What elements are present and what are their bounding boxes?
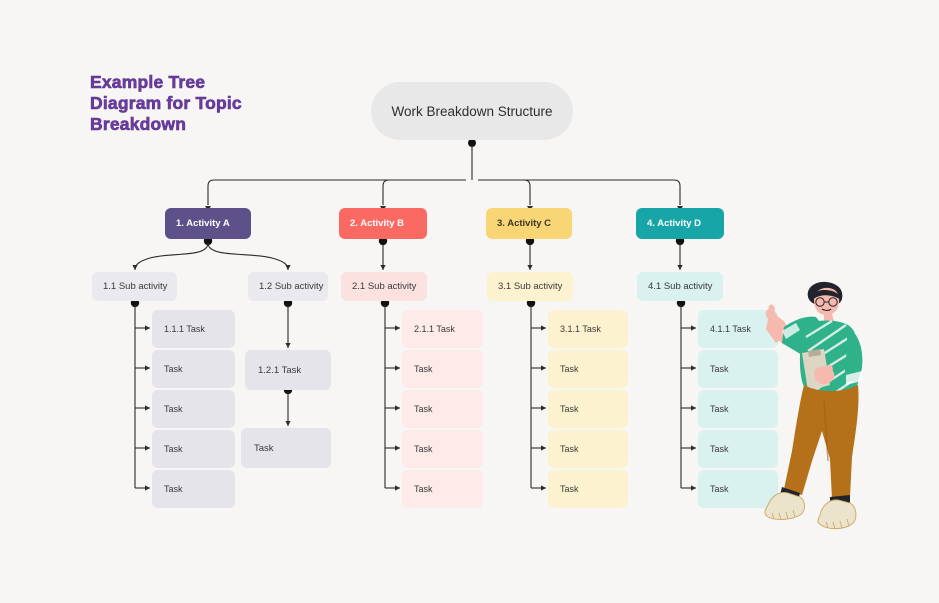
task-node[interactable]: Task <box>152 430 235 468</box>
page-title-line-1: Example Tree <box>90 72 206 93</box>
task-label: Task <box>164 364 183 374</box>
task-node[interactable]: Task <box>548 350 628 388</box>
task-node[interactable]: Task <box>402 390 483 428</box>
task-label: Task <box>560 404 579 414</box>
page-title-line-3: Breakdown <box>90 114 187 135</box>
task-label: Task <box>414 484 433 494</box>
sub-activity-label-1-1: 1.1 Sub activity <box>103 281 168 292</box>
task-node[interactable]: 1.1.1 Task <box>152 310 235 348</box>
activity-label-c: 3. Activity C <box>497 218 552 229</box>
activity-label-a: 1. Activity A <box>176 218 230 229</box>
task-label: 2.1.1 Task <box>414 324 455 334</box>
task-label: Task <box>414 404 433 414</box>
task-node[interactable]: Task <box>548 430 628 468</box>
sub-activity-node-1-1[interactable]: 1.1 Sub activity <box>92 272 177 301</box>
task-node[interactable]: Task <box>698 470 778 508</box>
task-node[interactable]: Task <box>402 470 483 508</box>
task-label: Task <box>414 364 433 374</box>
task-label: 1.1.1 Task <box>164 324 205 334</box>
activity-node-b[interactable]: 2. Activity B <box>339 208 427 239</box>
task-node[interactable]: Task <box>402 350 483 388</box>
sub-activity-label-1-2: 1.2 Sub activity <box>259 281 324 292</box>
task-node[interactable]: 2.1.1 Task <box>402 310 483 348</box>
activity-label-b: 2. Activity B <box>350 218 405 229</box>
sub-activity-label-3-1: 3.1 Sub activity <box>498 281 563 292</box>
task-label: Task <box>710 364 729 374</box>
task-label: 4.1.1 Task <box>710 324 751 334</box>
person-pointing-with-clipboard-illustration <box>764 281 863 530</box>
task-label: Task <box>414 444 433 454</box>
task-node[interactable]: Task <box>152 470 235 508</box>
task-label: Task <box>710 444 729 454</box>
sub-activity-node-2-1[interactable]: 2.1 Sub activity <box>341 272 427 301</box>
task-label: 1.2.1 Task <box>258 364 302 376</box>
task-node[interactable]: Task <box>548 390 628 428</box>
task-node[interactable]: Task <box>402 430 483 468</box>
task-node[interactable]: Task <box>152 390 235 428</box>
task-node[interactable]: 1.2.1 Task <box>245 350 331 390</box>
activity-label-d: 4. Activity D <box>647 218 702 229</box>
sub-activity-node-3-1[interactable]: 3.1 Sub activity <box>487 272 573 301</box>
task-node[interactable]: Task <box>698 430 778 468</box>
activity-node-d[interactable]: 4. Activity D <box>636 208 724 239</box>
task-label: Task <box>560 484 579 494</box>
task-node[interactable]: Task <box>698 390 778 428</box>
task-node[interactable]: Task <box>698 350 778 388</box>
task-label: Task <box>164 444 183 454</box>
task-node[interactable]: 4.1.1 Task <box>698 310 778 348</box>
sub-activity-node-1-2[interactable]: 1.2 Sub activity <box>248 272 328 301</box>
task-node[interactable]: Task <box>241 428 331 468</box>
task-label: Task <box>164 484 183 494</box>
task-label: 3.1.1 Task <box>560 324 601 334</box>
activity-node-a[interactable]: 1. Activity A <box>165 208 251 239</box>
task-label: Task <box>254 442 274 454</box>
sub-activity-label-2-1: 2.1 Sub activity <box>352 281 417 292</box>
root-node-label: Work Breakdown Structure <box>391 103 553 119</box>
task-label: Task <box>560 364 579 374</box>
activity-node-c[interactable]: 3. Activity C <box>486 208 572 239</box>
page-title: Example Tree Diagram for Topic Breakdown <box>90 72 320 135</box>
task-label: Task <box>710 484 729 494</box>
task-label: Task <box>560 444 579 454</box>
root-node[interactable]: Work Breakdown Structure <box>371 82 573 140</box>
task-label: Task <box>164 404 183 414</box>
task-label: Task <box>710 404 729 414</box>
page-title-line-2: Diagram for Topic <box>90 93 242 114</box>
task-node[interactable]: Task <box>152 350 235 388</box>
sub-activity-node-4-1[interactable]: 4.1 Sub activity <box>637 272 723 301</box>
task-node[interactable]: Task <box>548 470 628 508</box>
task-node[interactable]: 3.1.1 Task <box>548 310 628 348</box>
sub-activity-label-4-1: 4.1 Sub activity <box>648 281 713 292</box>
